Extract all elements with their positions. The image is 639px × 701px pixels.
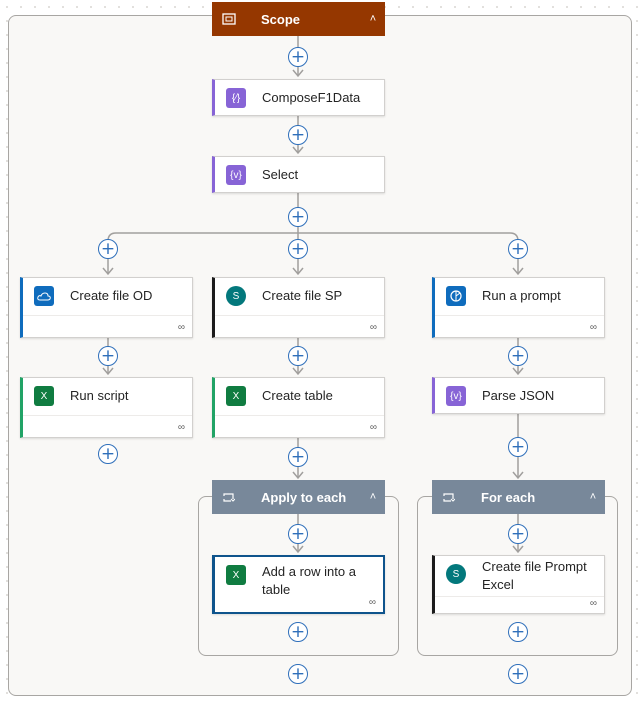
excel-icon: X bbox=[226, 386, 246, 406]
connection-link-icon: ∞ bbox=[177, 422, 185, 433]
chevron-up-icon[interactable]: ˄ bbox=[589, 491, 597, 503]
action-title: Run a prompt bbox=[482, 288, 561, 303]
data-operation-icon: {v} bbox=[226, 165, 246, 185]
onedrive-icon bbox=[34, 286, 54, 306]
action-add-row[interactable]: X Add a row into a table ∞ bbox=[212, 555, 385, 614]
action-title: Create file SP bbox=[262, 288, 343, 303]
insert-step-button[interactable]: + bbox=[508, 622, 528, 642]
apply-to-each-header[interactable]: Apply to each ˄ bbox=[212, 480, 385, 514]
connection-link-icon: ∞ bbox=[368, 597, 376, 608]
action-title: ComposeF1Data bbox=[262, 90, 361, 105]
compose-icon: {⁄} bbox=[226, 88, 246, 108]
insert-step-button[interactable]: + bbox=[288, 622, 308, 642]
action-parse-json[interactable]: {v} Parse JSON bbox=[432, 377, 605, 414]
insert-step-button[interactable]: + bbox=[288, 346, 308, 366]
scope-header[interactable]: Scope ˄ bbox=[212, 2, 385, 36]
ai-builder-icon bbox=[446, 286, 466, 306]
data-operation-icon: {v} bbox=[446, 386, 466, 406]
insert-step-button[interactable]: + bbox=[288, 664, 308, 684]
insert-step-button[interactable]: + bbox=[288, 239, 308, 259]
action-compose[interactable]: {⁄} ComposeF1Data bbox=[212, 79, 385, 116]
action-create-file-od[interactable]: Create file OD ∞ bbox=[20, 277, 193, 338]
chevron-up-icon[interactable]: ˄ bbox=[369, 491, 377, 503]
action-title: Run script bbox=[70, 388, 129, 403]
action-title: Create table bbox=[262, 388, 333, 403]
insert-step-button[interactable]: + bbox=[508, 524, 528, 544]
sharepoint-icon: S bbox=[226, 286, 246, 306]
action-title: Select bbox=[262, 167, 299, 182]
sharepoint-icon: S bbox=[446, 564, 466, 584]
loop-icon bbox=[442, 492, 468, 503]
excel-icon: X bbox=[226, 565, 246, 585]
action-create-file-prompt-excel[interactable]: S Create file Prompt Excel ∞ bbox=[432, 555, 605, 614]
insert-step-button[interactable]: + bbox=[508, 437, 528, 457]
insert-step-button[interactable]: + bbox=[508, 239, 528, 259]
apply-to-each-title: Apply to each bbox=[261, 489, 347, 505]
scope-title: Scope bbox=[261, 11, 301, 27]
insert-step-button[interactable]: + bbox=[288, 125, 308, 145]
insert-step-button[interactable]: + bbox=[508, 346, 528, 366]
insert-step-button[interactable]: + bbox=[288, 47, 308, 67]
connection-link-icon: ∞ bbox=[369, 422, 377, 433]
action-select[interactable]: {v} Select bbox=[212, 156, 385, 193]
connection-link-icon: ∞ bbox=[589, 598, 597, 609]
connection-link-icon: ∞ bbox=[177, 322, 185, 333]
insert-step-button[interactable]: + bbox=[98, 239, 118, 259]
insert-step-button[interactable]: + bbox=[98, 346, 118, 366]
action-title: Add a row into a table bbox=[262, 564, 356, 597]
insert-step-button[interactable]: + bbox=[288, 447, 308, 467]
action-create-file-sp[interactable]: S Create file SP ∞ bbox=[212, 277, 385, 338]
action-title: Create file Prompt Excel bbox=[482, 559, 587, 592]
connection-link-icon: ∞ bbox=[369, 322, 377, 333]
insert-step-button[interactable]: + bbox=[288, 524, 308, 544]
loop-icon bbox=[222, 492, 248, 503]
connection-link-icon: ∞ bbox=[589, 322, 597, 333]
action-title: Parse JSON bbox=[482, 388, 555, 403]
insert-step-button[interactable]: + bbox=[288, 207, 308, 227]
scope-icon bbox=[222, 13, 248, 25]
insert-step-button[interactable]: + bbox=[98, 444, 118, 464]
action-run-script[interactable]: X Run script ∞ bbox=[20, 377, 193, 438]
insert-step-button[interactable]: + bbox=[508, 664, 528, 684]
excel-icon: X bbox=[34, 386, 54, 406]
chevron-up-icon[interactable]: ˄ bbox=[369, 13, 377, 25]
for-each-header[interactable]: For each ˄ bbox=[432, 480, 605, 514]
action-create-table[interactable]: X Create table ∞ bbox=[212, 377, 385, 438]
action-run-prompt[interactable]: Run a prompt ∞ bbox=[432, 277, 605, 338]
for-each-title: For each bbox=[481, 489, 536, 505]
action-title: Create file OD bbox=[70, 288, 153, 303]
